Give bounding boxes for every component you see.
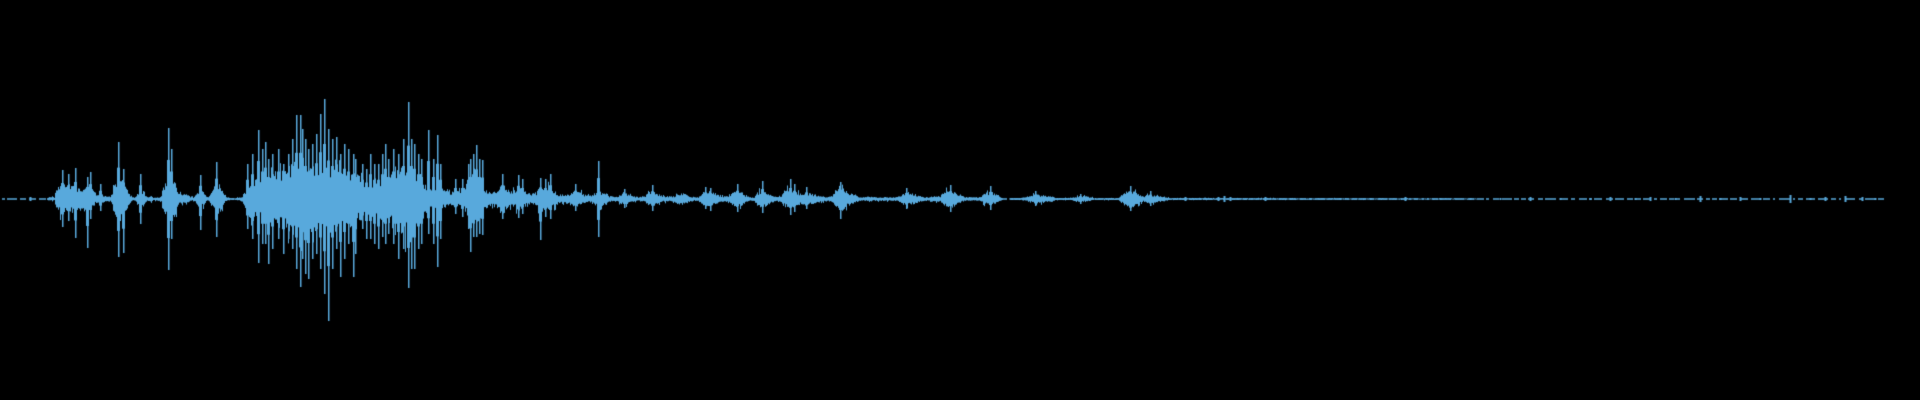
waveform-display [0,0,1920,400]
audio-waveform-canvas [0,0,1920,400]
